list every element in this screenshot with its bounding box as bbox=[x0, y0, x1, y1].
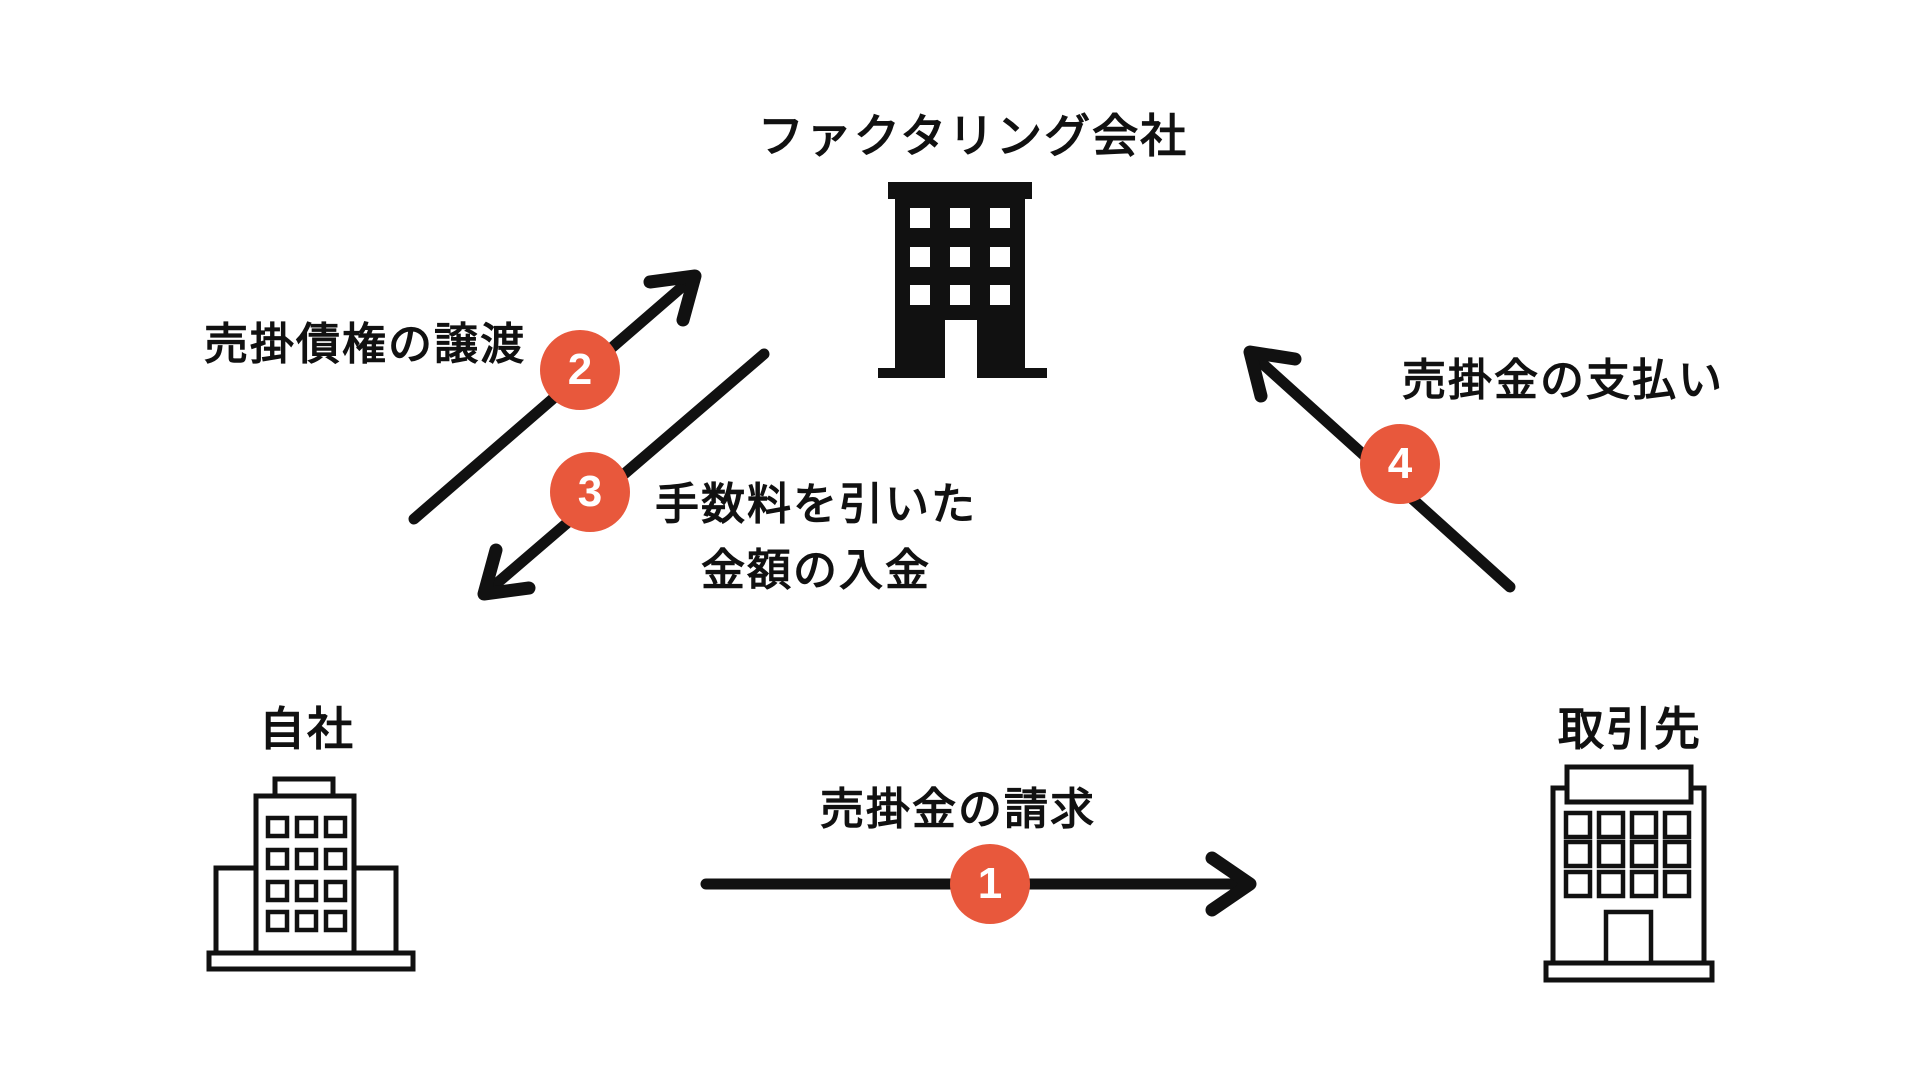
step1-number-badge: 1 bbox=[950, 844, 1030, 924]
building-solid-icon bbox=[878, 182, 1047, 378]
arrow-step3-deposit bbox=[477, 348, 770, 601]
step2-number-badge: 2 bbox=[540, 330, 620, 410]
step3-label-line2: 金額の入金 bbox=[701, 546, 931, 595]
step2-label: 売掛債権の譲渡 bbox=[204, 320, 526, 369]
node-label-own-company: 自社 bbox=[259, 703, 355, 755]
node-label-factoring-company: ファクタリング会社 bbox=[757, 110, 1189, 162]
step1-label: 売掛金の請求 bbox=[820, 785, 1096, 834]
step4-label: 売掛金の支払い bbox=[1402, 356, 1724, 405]
node-label-partner-company: 取引先 bbox=[1558, 703, 1702, 755]
step3-label-line1: 手数料を引いた bbox=[655, 480, 977, 529]
building-outline-wide-icon bbox=[1543, 764, 1715, 983]
building-outline-icon bbox=[206, 776, 416, 972]
step4-number-badge: 4 bbox=[1360, 424, 1440, 504]
step3-number-badge: 3 bbox=[550, 452, 630, 532]
